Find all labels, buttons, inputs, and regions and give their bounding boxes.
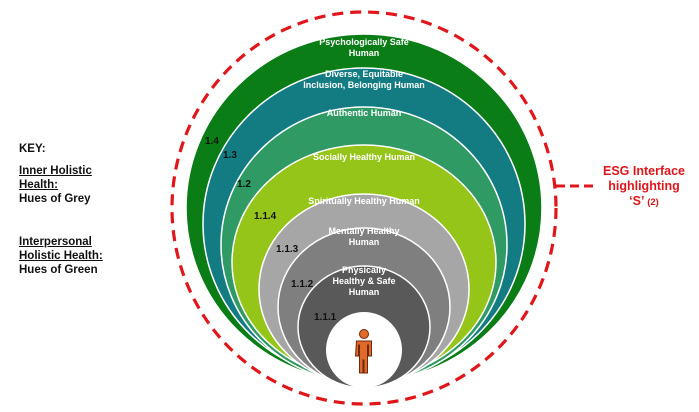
layer-3-label: Authentic Human	[327, 108, 402, 118]
layer-5-label: Spiritually Healthy Human	[308, 196, 420, 206]
key-inter-title-1: Interpersonal	[19, 236, 92, 248]
key-inner-title-2: Health:	[19, 179, 58, 191]
layer-6-code: 1.1.2	[291, 279, 314, 290]
key-interpersonal-health: Interpersonal Holistic Health: Hues of G…	[19, 235, 103, 277]
layer-4-label: Socially Healthy Human	[313, 152, 415, 162]
esg-label: ESG Interface highlighting ‘S’ (2)	[594, 164, 694, 210]
key-legend: KEY:	[19, 142, 46, 156]
key-title: KEY:	[19, 143, 46, 155]
esg-line-2: highlighting	[608, 179, 680, 193]
key-inner-value: Hues of Grey	[19, 193, 91, 205]
esg-dashed-boundary	[170, 10, 558, 406]
esg-line-3: ‘S’ (2)	[594, 194, 694, 210]
esg-line-1: ESG Interface	[603, 164, 685, 178]
layer-4-code: 1.1.4	[254, 211, 277, 222]
layer-2-code: 1.3	[223, 150, 237, 161]
key-inter-title-2: Holistic Health:	[19, 250, 103, 262]
layer-7-code: 1.1.1	[314, 312, 337, 323]
layer-5-code: 1.1.3	[276, 244, 299, 255]
layer-3-code: 1.2	[237, 179, 251, 190]
person-icon	[354, 329, 372, 374]
key-inner-title-1: Inner Holistic	[19, 165, 92, 177]
key-inner-health: Inner Holistic Health: Hues of Grey	[19, 164, 92, 206]
esg-s-text: ‘S’	[629, 194, 644, 208]
esg-reference: (2)	[647, 197, 659, 208]
layer-1-code: 1.4	[205, 136, 219, 147]
key-inter-value: Hues of Green	[19, 264, 98, 276]
